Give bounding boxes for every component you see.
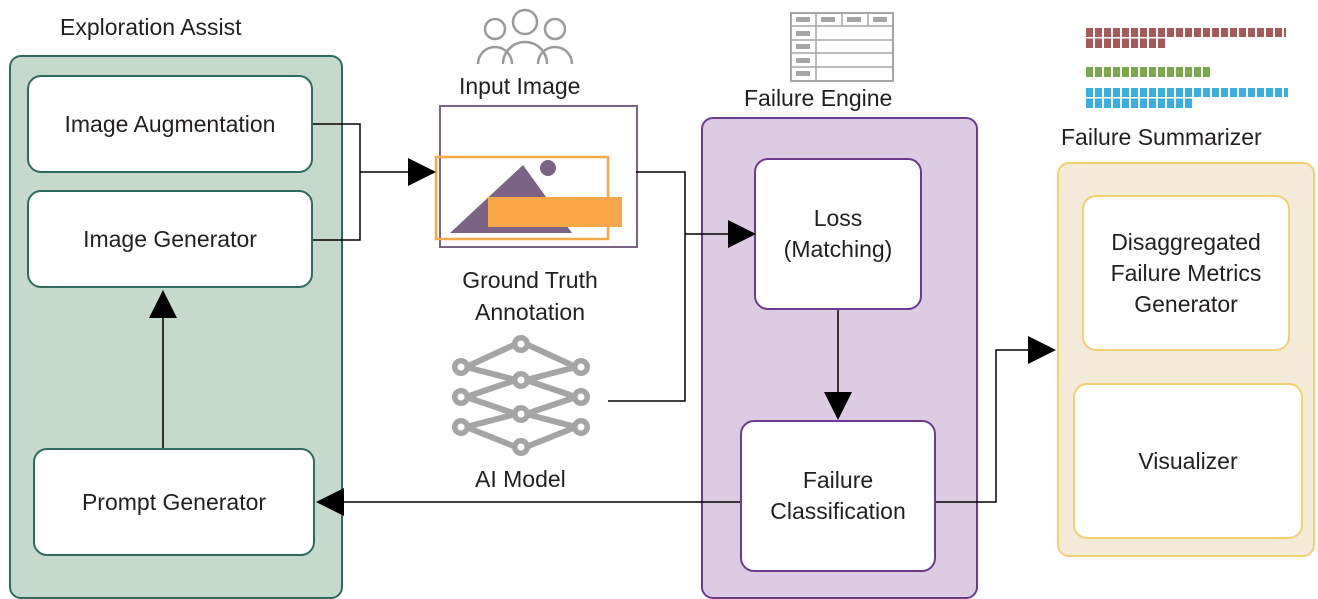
- arrow-to-loss: [728, 220, 756, 248]
- ground-truth-label: Ground Truth Annotation: [462, 267, 598, 325]
- exploration-assist-title: Exploration Assist: [60, 14, 242, 40]
- image-augmentation-box[interactable]: Image Augmentation: [27, 75, 313, 173]
- bar-chart-icon: [1086, 28, 1296, 110]
- generator-connector: [313, 172, 361, 241]
- failure-summarizer-title: Failure Summarizer: [1061, 124, 1262, 150]
- visualizer-label: Visualizer: [1138, 447, 1238, 474]
- metrics-generator-box[interactable]: Disaggregated Failure Metrics Generator: [1082, 195, 1290, 351]
- image-generator-box[interactable]: Image Generator: [27, 190, 313, 288]
- image-to-loss-connector: [636, 171, 686, 234]
- table-icon: [790, 12, 894, 82]
- arrow-to-prompt-generator: [316, 488, 344, 516]
- arrow-to-image-generator: [149, 290, 177, 318]
- arrow-to-summarizer: [1028, 336, 1056, 364]
- classification-to-summarizer-connector: [936, 349, 1030, 503]
- arrow-to-input-image: [360, 158, 436, 186]
- model-to-loss-connector: [608, 234, 686, 402]
- ai-model-label: AI Model: [475, 466, 566, 492]
- prompt-generator-box[interactable]: Prompt Generator: [33, 448, 315, 556]
- augmentation-connector: [313, 123, 361, 172]
- arrow-to-classification: [824, 392, 852, 420]
- failure-classification-label: Failure Classification: [770, 467, 906, 524]
- image-icon: [434, 105, 638, 248]
- neural-network-icon: [452, 335, 590, 456]
- input-image-label: Input Image: [459, 73, 581, 99]
- image-augmentation-label: Image Augmentation: [64, 110, 276, 137]
- visualizer-box[interactable]: Visualizer: [1073, 383, 1303, 539]
- failure-engine-title: Failure Engine: [744, 85, 893, 111]
- image-generator-label: Image Generator: [83, 225, 257, 252]
- people-icon: [476, 8, 574, 65]
- failure-classification-box[interactable]: Failure Classification: [740, 420, 936, 572]
- prompt-generator-label: Prompt Generator: [81, 488, 267, 515]
- metrics-generator-label: Disaggregated Failure Metrics Generator: [1110, 228, 1262, 317]
- loss-matching-label: Loss (Matching): [783, 205, 893, 262]
- loss-matching-box[interactable]: Loss (Matching): [754, 158, 922, 310]
